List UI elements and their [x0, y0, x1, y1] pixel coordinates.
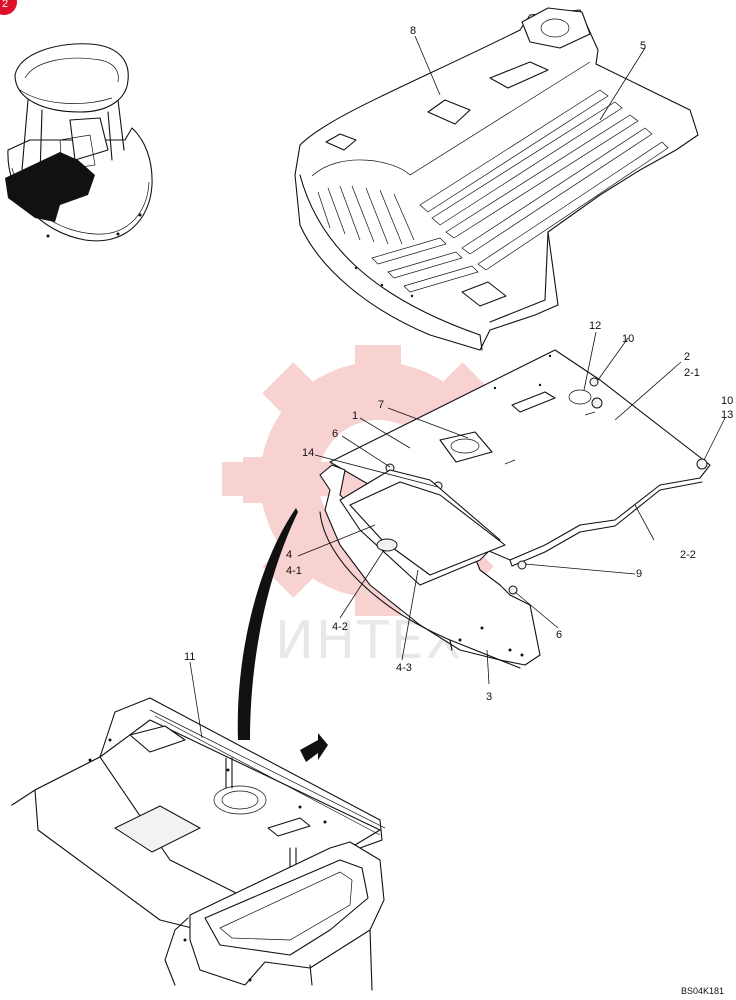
cover-assembly [319, 464, 541, 669]
callout-4: 4 [286, 549, 292, 561]
callout-2: 2 [684, 351, 690, 363]
floor-mat [294, 7, 699, 351]
drawing-code: BS04K181 [681, 986, 724, 996]
install-arrow-icon [237, 508, 298, 740]
callout-5: 5 [640, 40, 646, 52]
callouts: 8 5 12 10 2 2-1 10 13 7 1 6 14 2-2 9 4 4… [184, 25, 733, 703]
callout-4-1: 4-1 [286, 565, 302, 577]
callout-7: 7 [378, 399, 384, 411]
callout-12: 12 [589, 320, 601, 332]
page-badge: 2 [0, 0, 17, 15]
frame-assembly [11, 697, 386, 991]
callout-13: 13 [721, 409, 733, 421]
callout-4-2: 4-2 [332, 621, 348, 633]
callout-10-right: 10 [721, 395, 733, 407]
callout-8: 8 [410, 25, 416, 37]
direction-arrow-icon [300, 733, 328, 762]
callout-9: 9 [636, 568, 642, 580]
callout-2-1: 2-1 [684, 367, 700, 379]
callout-14: 14 [302, 447, 314, 459]
leader-lines [189, 35, 726, 739]
callout-1: 1 [352, 410, 358, 422]
callout-6-top: 6 [332, 428, 338, 440]
machine-thumbnail [5, 43, 153, 242]
callout-3: 3 [486, 691, 492, 703]
callout-11: 11 [184, 651, 195, 663]
callout-4-3: 4-3 [396, 662, 412, 674]
callout-10-top: 10 [622, 333, 634, 345]
callout-6-bottom: 6 [556, 629, 562, 641]
callout-2-2: 2-2 [680, 549, 696, 561]
svg-text:2: 2 [2, 0, 8, 10]
